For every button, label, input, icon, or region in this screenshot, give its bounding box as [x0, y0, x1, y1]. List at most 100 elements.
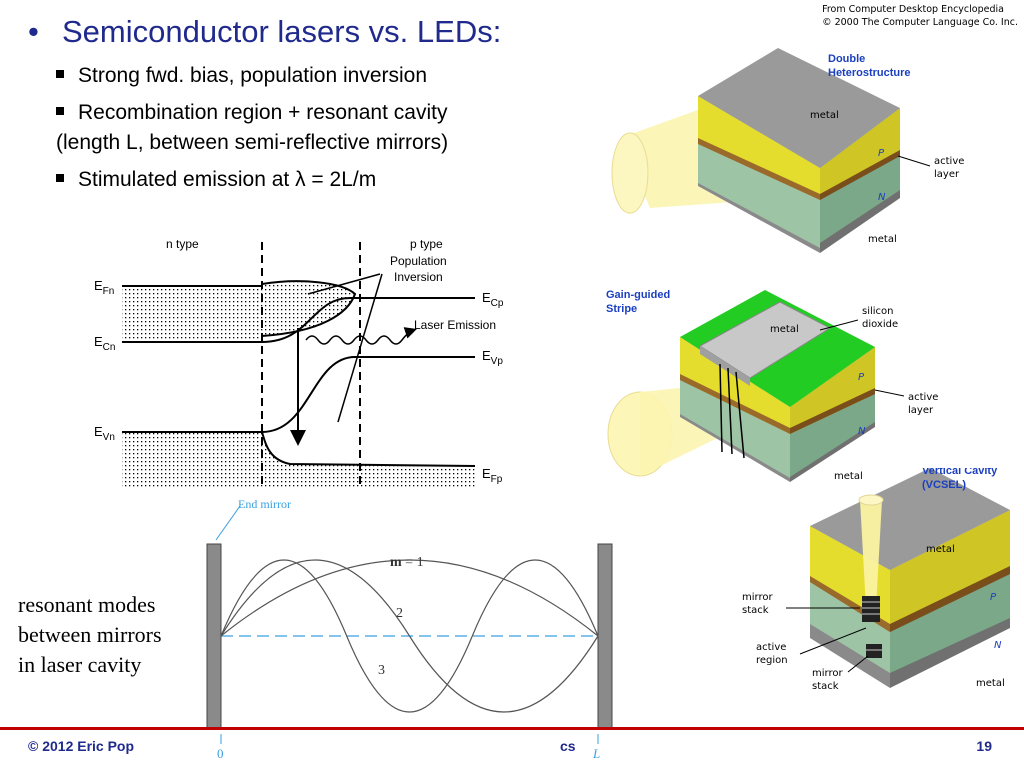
- vc-right-active: [890, 566, 1010, 632]
- dh-title: Double: [828, 53, 865, 65]
- vc-light-beam: [860, 500, 882, 608]
- light-beam-end: [611, 132, 649, 214]
- inversion-boundary: [261, 280, 357, 337]
- square-bullet-icon: [56, 174, 64, 183]
- dh-right-active: [820, 150, 900, 200]
- gg-oxide-label-2: dioxide: [862, 319, 898, 330]
- dh-metal-top-label: metal: [810, 110, 839, 121]
- vcsel-diagram: Vertical Cavity (VCSEL) metal P N mirror…: [742, 468, 1010, 692]
- inversion-pointer-2: [337, 273, 383, 423]
- bullet-item: Strong fwd. bias, population inversion: [56, 64, 427, 88]
- gg-title: Gain-guided: [606, 289, 670, 301]
- square-bullet-icon: [56, 70, 64, 79]
- vc-mirror-stack2-label-2: stack: [812, 681, 839, 692]
- ecp-label: ECp: [482, 290, 504, 309]
- inversion-electrons: [262, 281, 355, 336]
- gg-p-label: P: [858, 372, 865, 383]
- bullet-continuation: (length L, between semi-reflective mirro…: [56, 131, 449, 154]
- n-valence-states: [122, 432, 262, 488]
- dh-top-metal: [698, 48, 900, 168]
- gg-left-active: [680, 374, 790, 434]
- vc-mirror2-pointer: [847, 655, 869, 673]
- gg-metal-top-label: metal: [770, 324, 799, 335]
- dh-title-2: Heterostructure: [828, 67, 911, 79]
- evn-label: EVn: [94, 424, 115, 443]
- dh-n-label: N: [878, 192, 886, 203]
- footer-divider: [0, 727, 1024, 730]
- right-mirror: [597, 543, 613, 730]
- gg-left-n: [680, 380, 790, 478]
- gg-metal-stripe-edge: [700, 346, 750, 386]
- gg-metal-bottom-label: metal: [834, 471, 863, 482]
- vc-top-metal: [810, 468, 1010, 570]
- efp-label: EFp: [482, 466, 503, 485]
- vc-p-label: P: [990, 592, 997, 603]
- title-bullet: •: [28, 14, 39, 49]
- band-diagram: n type p type Population Inversion Laser…: [94, 237, 504, 488]
- gain-guided-stripe-diagram: Gain-guided Stripe silicon dioxide metal…: [606, 289, 938, 482]
- p-valence-states: [262, 432, 475, 488]
- vc-metal-bottom-label: metal: [976, 678, 1005, 689]
- ecn-label: ECn: [94, 334, 115, 353]
- gg-active-pointer: [874, 389, 905, 397]
- n-type-label: n type: [166, 237, 199, 251]
- gg-oxide-pointer: [819, 319, 859, 331]
- slide-title-text: Semiconductor lasers vs. LEDs:: [62, 14, 502, 49]
- laser-emission-wave: [305, 327, 417, 345]
- vc-light-end: [858, 494, 884, 506]
- efn-label: EFn: [94, 278, 114, 297]
- axis-label-0: 0: [217, 746, 224, 761]
- gg-right-n: [790, 394, 875, 477]
- vc-mirror-stack-bottom: [866, 644, 882, 658]
- dh-left-n: [698, 141, 820, 248]
- resonant-modes-label: resonant modes between mirrors in laser …: [18, 592, 162, 677]
- evp-curve: [261, 356, 475, 433]
- axis-label-L: L: [592, 746, 600, 761]
- inversion-label: Inversion: [394, 270, 443, 284]
- mode-3-label: 3: [378, 663, 385, 678]
- evp-label: EVp: [482, 348, 503, 367]
- vc-active-pointer: [799, 627, 867, 655]
- vc-title: Vertical Cavity: [922, 468, 998, 477]
- dh-right-p: [820, 108, 900, 198]
- vc-right-p: [890, 510, 1010, 626]
- ecp-curve: [261, 297, 475, 343]
- mode-3-curve: [220, 559, 599, 713]
- efp-curve: [261, 431, 476, 467]
- cavity-diagram: End mirror m = 1 2 3 0 L: [206, 497, 613, 761]
- left-mirror: [206, 543, 222, 730]
- vc-active-region-label: active: [756, 642, 786, 653]
- vc-mirror-stack-label: mirror: [742, 592, 773, 603]
- vc-metal-top-label: metal: [926, 544, 955, 555]
- image-credit: From Computer Desktop Encyclopedia © 200…: [822, 4, 1018, 28]
- mode-1-label: m = 1: [390, 555, 424, 570]
- mode-1-curve: [220, 559, 599, 637]
- gg-right-active: [790, 388, 875, 434]
- vc-title-2: (VCSEL): [922, 479, 966, 491]
- mode-2-curve: [220, 559, 599, 713]
- bullet-item: Stimulated emission at λ = 2L/m: [56, 168, 376, 192]
- square-bullet-icon: [56, 107, 64, 116]
- dh-active-pointer: [897, 155, 931, 167]
- current-flow-arrows: [719, 363, 745, 459]
- gg-title-2: Stripe: [606, 303, 637, 315]
- footer-course-fragment: cs: [560, 738, 576, 754]
- population-label: Population: [390, 254, 447, 268]
- bullet-item: Recombination region + resonant cavity: [56, 101, 447, 125]
- vc-mirror-stack2-label: mirror: [812, 668, 843, 679]
- dh-right-n: [820, 156, 900, 243]
- page-number: 19: [976, 738, 992, 754]
- dh-metal-bottom-label: metal: [868, 234, 897, 245]
- dh-active-label: active: [934, 156, 964, 167]
- end-mirror-pointer: [215, 505, 241, 541]
- vc-right-n: [890, 574, 1010, 673]
- mode-2-label: 2: [396, 606, 403, 621]
- laser-emission-label: Laser Emission: [414, 318, 496, 332]
- inversion-pointer: [307, 273, 381, 295]
- n-conduction-electrons: [122, 286, 262, 342]
- dh-p-label: P: [878, 148, 885, 159]
- p-type-label: p type: [410, 237, 443, 251]
- dh-active-label-2: layer: [934, 169, 960, 180]
- slide-title: • Semiconductor lasers vs. LEDs:: [28, 14, 501, 50]
- gg-n-label: N: [858, 426, 866, 437]
